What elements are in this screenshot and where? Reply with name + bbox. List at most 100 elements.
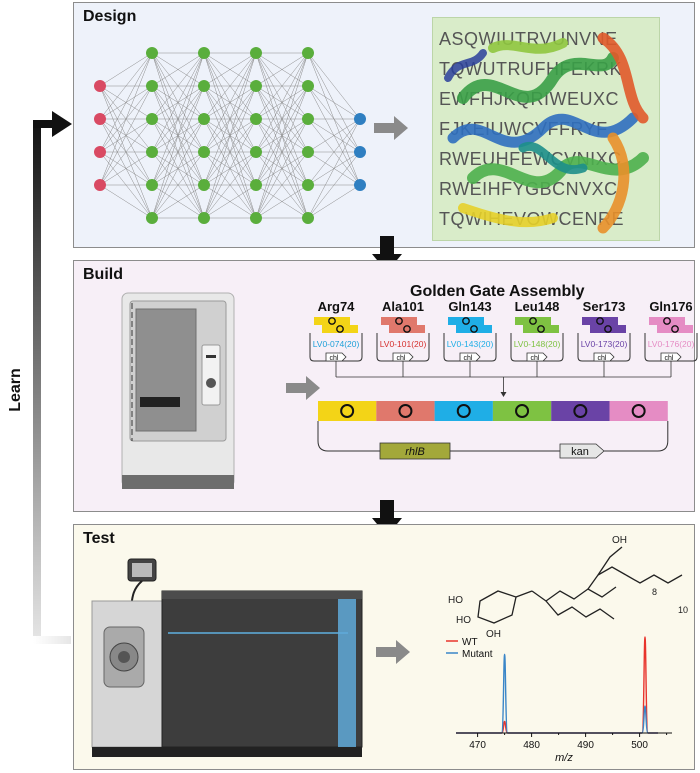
part-name: Ala101 bbox=[382, 299, 424, 314]
neural-network bbox=[94, 47, 366, 224]
nn-node bbox=[302, 146, 314, 158]
test-panel: Test HO HO bbox=[73, 524, 695, 770]
nn-connection bbox=[307, 151, 361, 219]
protein-structure bbox=[444, 32, 649, 234]
nn-connection bbox=[99, 52, 153, 87]
legend-label: Mutant bbox=[462, 649, 493, 660]
nn-node bbox=[94, 146, 106, 158]
nn-node bbox=[146, 47, 158, 59]
nn-node bbox=[302, 47, 314, 59]
part-block bbox=[322, 325, 358, 333]
learn-bottom-bar bbox=[33, 636, 71, 644]
robot-instrument bbox=[121, 292, 235, 489]
x-tick-label: 490 bbox=[577, 740, 594, 751]
oh-top-label: OH bbox=[612, 535, 627, 546]
nn-connection bbox=[151, 85, 205, 219]
learn-arrow-head bbox=[52, 111, 72, 137]
chl-label: chl bbox=[397, 355, 406, 362]
part-name: Ser173 bbox=[583, 299, 626, 314]
assembled-segment bbox=[609, 401, 668, 421]
nn-connection bbox=[151, 52, 205, 87]
chl-label: chl bbox=[330, 355, 339, 362]
x-tick-label: 500 bbox=[631, 740, 648, 751]
nn-node bbox=[94, 179, 106, 191]
part-block bbox=[582, 317, 618, 325]
part-block bbox=[314, 317, 350, 325]
assembled-site-circle bbox=[573, 404, 588, 418]
golden-gate-assembly: Arg74LV0-074(20)chlAla101LV0-101(20)chlG… bbox=[309, 299, 698, 460]
nn-connection bbox=[151, 151, 205, 219]
kan-label: kan bbox=[571, 446, 589, 458]
nn-connection bbox=[255, 52, 309, 87]
nn-connection bbox=[307, 52, 361, 120]
nn-connection bbox=[255, 85, 309, 219]
chl-marker bbox=[392, 352, 414, 362]
x-tick-label: 480 bbox=[523, 740, 540, 751]
nn-node bbox=[302, 113, 314, 125]
part-code: LV0-173(20) bbox=[581, 339, 628, 349]
chl-label: chl bbox=[531, 355, 540, 362]
nn-connection bbox=[151, 52, 205, 120]
nn-node bbox=[198, 47, 210, 59]
nn-node bbox=[198, 179, 210, 191]
nn-node bbox=[198, 212, 210, 224]
nn-connection bbox=[307, 85, 361, 120]
part-block bbox=[657, 325, 693, 333]
nn-connection bbox=[99, 52, 153, 153]
nn-connection bbox=[255, 52, 309, 219]
assembly-title: Golden Gate Assembly bbox=[410, 283, 585, 300]
nn-connection bbox=[203, 151, 257, 219]
legend-label: WT bbox=[462, 637, 478, 648]
oh-ring-label: OH bbox=[486, 629, 501, 640]
nn-node bbox=[250, 47, 262, 59]
part-site-circle bbox=[328, 317, 336, 325]
nn-connection bbox=[255, 151, 309, 219]
rhamnolipid-structure: HO HO OH OH 8 10 bbox=[448, 535, 688, 640]
part-block bbox=[590, 325, 626, 333]
assembled-site-circle bbox=[631, 404, 646, 418]
num-10-label: 10 bbox=[678, 605, 688, 615]
nn-node bbox=[250, 212, 262, 224]
nn-connection bbox=[255, 52, 309, 186]
assembled-segment bbox=[376, 401, 435, 421]
nn-connection bbox=[151, 118, 205, 219]
assembled-segment bbox=[434, 401, 493, 421]
nn-node bbox=[94, 80, 106, 92]
part-code: LV0-143(20) bbox=[447, 339, 494, 349]
nn-connection bbox=[203, 184, 257, 219]
nn-connection bbox=[203, 52, 257, 87]
chl-marker bbox=[593, 352, 615, 362]
nn-node bbox=[146, 212, 158, 224]
nn-node bbox=[354, 113, 366, 125]
part-code: LV0-148(20) bbox=[514, 339, 561, 349]
part-name: Leu148 bbox=[515, 299, 560, 314]
nn-connection bbox=[99, 52, 153, 186]
nn-node bbox=[146, 146, 158, 158]
part-name: Gln176 bbox=[649, 299, 692, 314]
nn-node bbox=[198, 146, 210, 158]
nn-node bbox=[302, 212, 314, 224]
assembled-site-circle bbox=[515, 404, 530, 418]
nn-connection bbox=[255, 52, 309, 153]
nn-connection bbox=[203, 52, 257, 219]
part-code: LV0-074(20) bbox=[313, 339, 360, 349]
nn-node bbox=[198, 113, 210, 125]
chl-marker bbox=[325, 352, 347, 362]
part-name: Gln143 bbox=[448, 299, 491, 314]
chl-label: chl bbox=[464, 355, 473, 362]
nn-connection bbox=[151, 52, 205, 219]
part-site-circle bbox=[671, 325, 679, 333]
series-line-mutant bbox=[456, 653, 658, 734]
nn-node bbox=[94, 113, 106, 125]
nn-node bbox=[250, 179, 262, 191]
num-8-label: 8 bbox=[652, 587, 657, 597]
nn-node bbox=[354, 146, 366, 158]
part-site-circle bbox=[529, 317, 537, 325]
part-block bbox=[456, 325, 492, 333]
